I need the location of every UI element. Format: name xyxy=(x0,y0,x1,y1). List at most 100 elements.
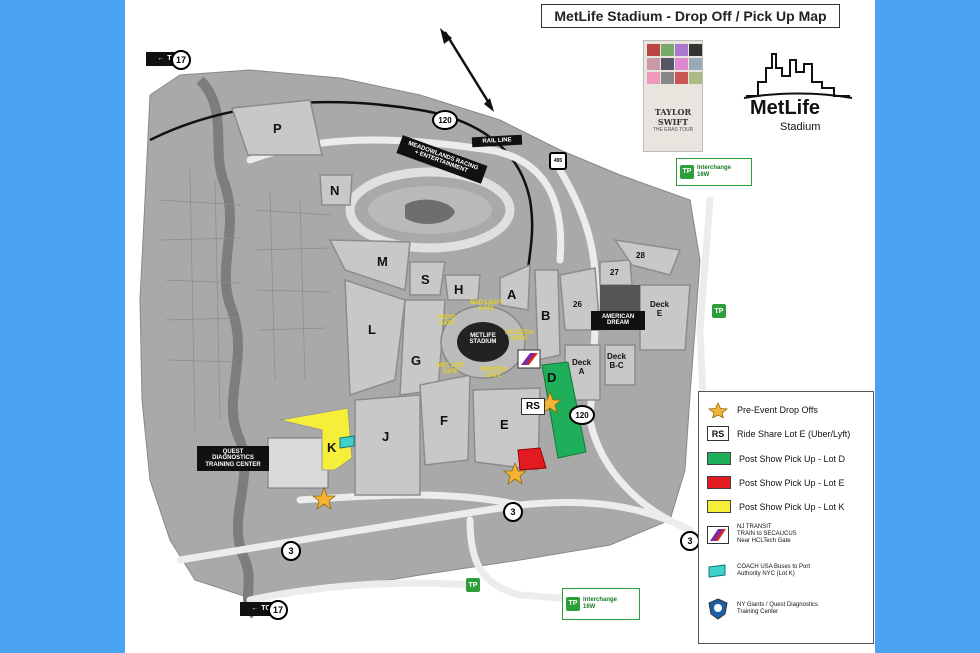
lot-n-label: N xyxy=(330,183,340,198)
poster-subtitle: THE ERAS TOUR xyxy=(652,127,694,133)
metlife-logo-text: MetLife xyxy=(750,97,820,119)
lot-h-label: H xyxy=(454,282,464,297)
verizon-gate-label: VERIZON GATE xyxy=(480,367,507,380)
arrow-left-icon: ← xyxy=(251,605,259,613)
deck-bc-label: Deck B-C xyxy=(607,352,627,370)
lot-h-shape xyxy=(444,274,481,301)
coach-bus-flag-icon xyxy=(339,435,355,449)
lot-l-label: L xyxy=(368,322,376,337)
map-title: MetLife Stadium - Drop Off / Pick Up Map xyxy=(541,4,840,28)
deck-e-label: Deck E xyxy=(650,300,670,318)
lot-j-label: J xyxy=(382,429,390,444)
red-swatch-icon xyxy=(707,476,731,489)
star-icon xyxy=(311,486,337,510)
legend-label: Post Show Pick Up - Lot K xyxy=(739,501,845,512)
poster-title: TAYLOR SWIFT xyxy=(654,107,692,127)
legend-item-ride-share: RS Ride Share Lot E (Uber/Lyft) xyxy=(707,426,850,441)
lot-p-label: P xyxy=(273,121,282,136)
bus-flag-icon xyxy=(708,564,726,578)
lot-k-label: K xyxy=(327,440,337,455)
lot-k-pickup xyxy=(279,407,353,471)
legend-item-drop-off: Pre-Event Drop Offs xyxy=(707,402,818,418)
route-3-left-shield: 3 xyxy=(281,541,301,561)
training-center-building xyxy=(267,437,329,489)
lot-l-shape xyxy=(344,278,406,397)
interchange-16w-bottom: TP Interchange 16W xyxy=(562,588,640,620)
eras-tour-poster: TAYLOR SWIFT THE ERAS TOUR xyxy=(643,40,703,152)
legend-label: NY Giants / Quest Diagnostics Training C… xyxy=(737,601,818,615)
legend-label: Pre-Event Drop Offs xyxy=(737,405,818,415)
turnpike-icon: TP xyxy=(712,304,726,318)
legend-item-lot-e: Post Show Pick Up - Lot E xyxy=(707,476,845,489)
lot-a-label: A xyxy=(507,287,517,302)
lot-m-label: M xyxy=(377,254,388,269)
legend-item-nj-transit: NJ TRANSIT TRAIN to SECAUCUS Near HCLTec… xyxy=(707,524,797,546)
interchange-label: Interchange 16W xyxy=(697,165,732,178)
green-swatch-icon xyxy=(707,452,731,465)
rs-badge-icon: RS xyxy=(707,426,729,441)
parking-lots xyxy=(230,99,691,496)
route-3-mid-shield: 3 xyxy=(503,502,523,522)
route-3-right-shield: 3 xyxy=(680,531,700,551)
interchange-label: Interchange 16W xyxy=(583,597,618,610)
lot-b-shape xyxy=(534,269,561,361)
yellow-swatch-icon xyxy=(707,500,731,513)
lot-g-label: G xyxy=(411,353,422,368)
to-label: TO xyxy=(261,605,271,613)
lot-d-pickup xyxy=(541,361,587,459)
lot-28-shape xyxy=(613,238,682,276)
lot-27-label: 27 xyxy=(610,268,619,277)
route-495-shield: 495 xyxy=(549,152,567,170)
stadium-center-label: METLIFE STADIUM xyxy=(469,333,497,346)
hcltech-gate-label: HCLTECH GATE xyxy=(505,330,534,343)
lot-b-label: B xyxy=(541,308,551,323)
metlife-gate-label: MET LIFE GATE xyxy=(437,363,465,376)
legend-label: Ride Share Lot E (Uber/Lyft) xyxy=(737,428,851,439)
stadium-core xyxy=(457,322,509,362)
lot-d-label: D xyxy=(547,370,557,385)
bud-light-gate-label: BUD LIGHT GATE xyxy=(470,300,503,313)
lot-p-shape xyxy=(230,99,323,156)
route-120-top-shield: 120 xyxy=(432,110,458,130)
american-dream-label: AMERICAN DREAM xyxy=(591,311,645,330)
lot-f-label: F xyxy=(440,413,448,428)
lot-s-label: S xyxy=(421,272,430,287)
metlife-skyline-logo-icon xyxy=(743,53,853,99)
map-legend: Pre-Event Drop Offs RS Ride Share Lot E … xyxy=(698,391,874,644)
turnpike-icon: TP xyxy=(566,597,580,611)
arrow-left-icon: ← xyxy=(157,55,165,63)
route-17-top-shield: 17 xyxy=(171,50,191,70)
lot-a-shape xyxy=(499,263,531,311)
pond xyxy=(405,199,455,224)
turnpike-icon: TP xyxy=(466,578,480,592)
route-17-bottom-shield: 17 xyxy=(268,600,288,620)
river xyxy=(196,76,259,619)
pepsi-gate-label: PEPSI GATE xyxy=(438,315,456,328)
nj-transit-icon xyxy=(707,525,729,544)
legend-item-lot-d: Post Show Pick Up - Lot D xyxy=(707,452,845,465)
lot-s-shape xyxy=(409,261,446,296)
nj-transit-map-icon xyxy=(517,349,541,369)
legend-label: COACH USA Buses to Port Authority NYC (L… xyxy=(737,564,811,578)
star-icon xyxy=(502,461,528,485)
deck-a-label: Deck A xyxy=(572,358,592,376)
racetrack xyxy=(345,167,515,253)
interchange-16w-top: TP Interchange 16W xyxy=(676,158,752,186)
route-120-mid-shield: 120 xyxy=(569,405,595,425)
legend-label: Post Show Pick Up - Lot D xyxy=(739,453,846,464)
lot-j-shape xyxy=(354,394,421,496)
quest-training-center-label: QUEST DIAGNOSTICS TRAINING CENTER xyxy=(197,446,269,471)
metlife-logo-subtext: Stadium xyxy=(780,121,821,133)
lot-26-label: 26 xyxy=(573,300,582,309)
ride-share-map-marker: RS xyxy=(521,398,545,415)
legend-label: Post Show Pick Up - Lot E xyxy=(739,477,845,488)
legend-item-lot-k: Post Show Pick Up - Lot K xyxy=(707,500,845,513)
lot-e-pickup xyxy=(517,447,547,471)
legend-item-coach-usa: COACH USA Buses to Port Authority NYC (L… xyxy=(707,564,810,578)
north-arrow-icon xyxy=(440,28,494,112)
lot-m-shape xyxy=(328,239,411,292)
legend-label: NJ TRANSIT TRAIN to SECAUCUS Near HCLTec… xyxy=(737,524,797,545)
star-icon xyxy=(707,402,729,418)
lot-f-shape xyxy=(419,374,471,466)
